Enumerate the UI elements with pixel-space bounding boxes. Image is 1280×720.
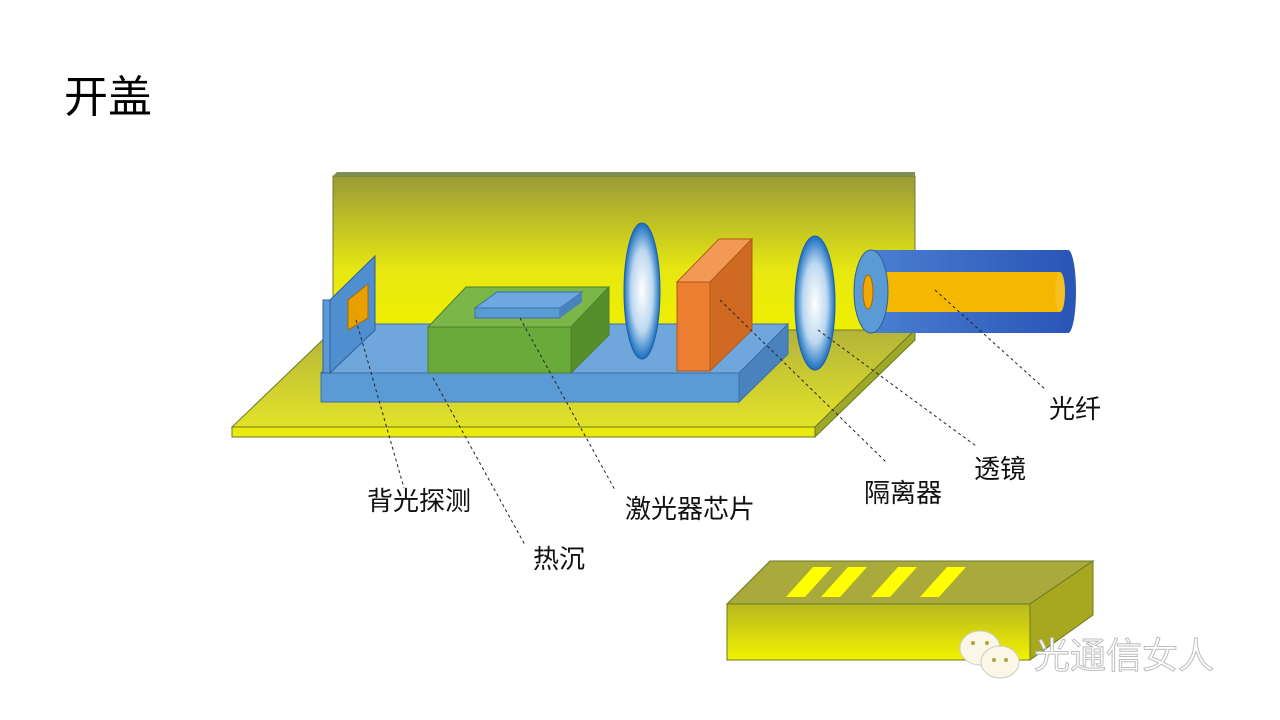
label-laser-chip: 激光器芯片 — [625, 495, 755, 525]
leader-lines — [355, 289, 1047, 546]
lens-1 — [623, 222, 661, 360]
laser-chip — [473, 291, 584, 319]
label-back-detector: 背光探测 — [367, 487, 471, 517]
label-heat-sink: 热沉 — [533, 545, 585, 575]
lens-2 — [794, 235, 836, 371]
label-fiber: 光纤 — [1049, 395, 1101, 425]
fiber — [853, 249, 1076, 334]
label-isolator: 隔离器 — [864, 479, 942, 509]
wechat-icon — [959, 630, 1020, 679]
isolator — [675, 237, 754, 373]
watermark-text: 光通信女人 — [1034, 636, 1214, 677]
back-detector — [322, 254, 376, 375]
label-lens: 透镜 — [974, 455, 1026, 485]
page-title: 开盖 — [64, 72, 152, 123]
lid-box — [725, 560, 1095, 661]
